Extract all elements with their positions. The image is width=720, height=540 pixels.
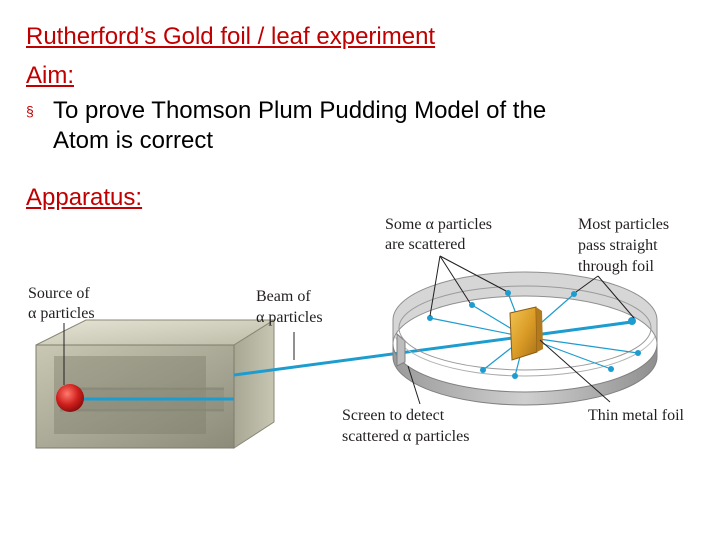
screen-label-line-1: Screen to detect bbox=[342, 407, 445, 424]
beam-label-line-1: Beam of bbox=[256, 288, 311, 305]
impact-dots bbox=[427, 290, 641, 379]
source-label-line-1: Source of bbox=[28, 285, 90, 302]
aim-bullet-line-1: To prove Thomson Plum Pudding Model of t… bbox=[53, 97, 547, 124]
most-pass-label-line-2: pass straight bbox=[578, 237, 658, 254]
most-pass-label-line-3: through foil bbox=[578, 258, 655, 275]
apparatus-heading: Apparatus: bbox=[26, 184, 143, 211]
most-pass-label-line-1: Most particles bbox=[578, 216, 669, 233]
foil-label: Thin metal foil bbox=[588, 407, 685, 424]
aim-bullet-text: To prove Thomson Plum Pudding Model of t… bbox=[53, 96, 663, 156]
screen-label-line-2: scattered α particles bbox=[342, 428, 469, 445]
gold-foil bbox=[509, 306, 543, 361]
alpha-source bbox=[56, 384, 84, 412]
aim-bullet-line-2: Atom is correct bbox=[53, 127, 214, 154]
scattered-label-line-2: are scattered bbox=[385, 236, 465, 253]
detection-screen bbox=[392, 271, 658, 406]
source-label-line-2: α particles bbox=[28, 305, 95, 322]
beam-label-line-2: α particles bbox=[256, 309, 323, 326]
source-box bbox=[35, 319, 276, 449]
slide-title: Rutherford’s Gold foil / leaf experiment bbox=[26, 23, 436, 50]
aim-heading: Aim: bbox=[26, 62, 74, 89]
alpha-beam bbox=[233, 335, 521, 377]
label-pointers bbox=[407, 255, 635, 405]
scattered-label-line-1: Some α particles bbox=[385, 216, 492, 233]
bullet-square-icon: § bbox=[26, 103, 34, 119]
